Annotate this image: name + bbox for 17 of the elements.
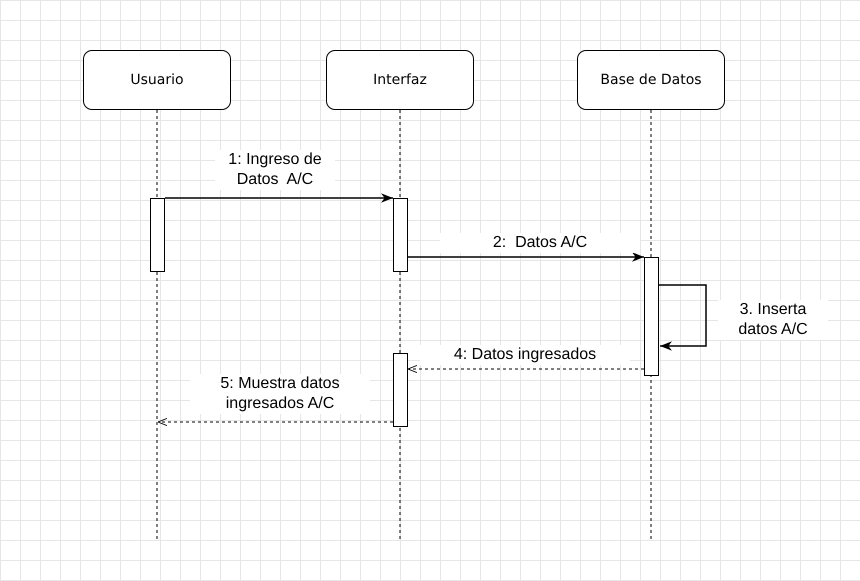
message-arrow xyxy=(408,364,644,374)
participant-box: Usuario xyxy=(83,50,231,110)
message-label: 3. Inserta datos A/C xyxy=(718,300,828,340)
message-arrow xyxy=(659,284,707,351)
message-label: 2: Datos A/C xyxy=(440,233,640,253)
activation-bar xyxy=(393,198,408,272)
message-arrow xyxy=(158,418,394,426)
activation-bar xyxy=(393,353,408,427)
message-arrow xyxy=(165,193,393,203)
message-label: 1: Ingreso de Datos A/C xyxy=(215,150,335,190)
message-label: 4: Datos ingresados xyxy=(420,345,630,365)
message-label: 5: Muestra datos ingresados A/C xyxy=(190,374,370,414)
activation-bar xyxy=(150,198,165,272)
participant-box: Interfaz xyxy=(326,50,474,110)
message-arrow xyxy=(408,252,644,262)
activation-bar xyxy=(644,257,659,376)
participant-box: Base de Datos xyxy=(577,50,725,110)
